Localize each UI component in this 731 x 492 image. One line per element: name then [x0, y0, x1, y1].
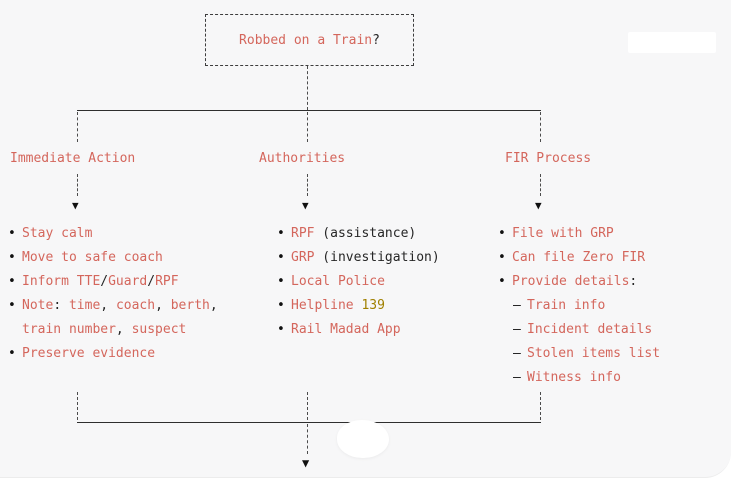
bullet-marker: • — [8, 274, 16, 289]
connector-stub-left-bottom — [77, 392, 78, 420]
bullet-marker: • — [277, 226, 285, 241]
connector-stub-right-bottom — [540, 392, 541, 420]
list-item-text: Incident details — [527, 322, 653, 337]
list-item: • Rail Madad App — [277, 318, 440, 342]
list-item: –Witness info — [498, 366, 660, 390]
connector-final-down — [307, 424, 308, 454]
list-item: • Provide details: — [498, 270, 660, 294]
list-item: • Can file Zero FIR — [498, 246, 660, 270]
branch-label-authorities: Authorities — [259, 151, 346, 166]
list-item-text: Local Police — [291, 274, 385, 289]
dash-marker: – — [513, 370, 521, 385]
redaction-patch — [628, 32, 716, 53]
branch-list-fir-process: • File with GRP • Can file Zero FIR • Provide… — [498, 222, 660, 390]
list-item: • Move to safe coach — [8, 246, 218, 270]
connector-bottom-rail — [77, 422, 541, 423]
bullet-marker: • — [8, 226, 16, 241]
bullet-marker: • — [498, 274, 506, 289]
list-item: • Note: time, coach, berth,train number, … — [8, 294, 218, 342]
arrow-down-icon: ▼ — [72, 199, 79, 212]
watermark-blob — [337, 420, 389, 458]
connector-stub-center-top — [307, 112, 308, 142]
bullet-marker: • — [277, 322, 285, 337]
connector-stub-left-top — [77, 112, 78, 142]
list-item-text: Note: time, coach, berth,train number, s… — [22, 298, 218, 337]
bullet-marker: • — [277, 274, 285, 289]
bullet-marker: • — [277, 298, 285, 313]
dash-marker: – — [513, 322, 521, 337]
arrow-down-icon: ▼ — [535, 199, 542, 212]
list-item-text: Preserve evidence — [22, 346, 156, 361]
connector-box-down — [307, 66, 308, 110]
list-item-text: RPF (assistance) — [291, 226, 417, 241]
decision-box: Robbed on a Train? — [205, 14, 414, 66]
dash-marker: – — [513, 298, 521, 313]
bullet-marker: • — [8, 346, 16, 361]
bullet-marker: • — [8, 298, 16, 313]
list-item-text: Stolen items list — [527, 346, 661, 361]
list-item: • RPF (assistance) — [277, 222, 440, 246]
list-item-text: File with GRP — [512, 226, 614, 241]
connector-top-rail — [77, 110, 541, 111]
list-item-text: GRP (investigation) — [291, 250, 440, 265]
list-item: –Train info — [498, 294, 660, 318]
decision-text: Robbed on a Train — [239, 32, 373, 48]
branch-label-fir-process: FIR Process — [505, 151, 592, 166]
list-item-text: Helpline 139 — [291, 298, 385, 313]
connector-stub-center-mid — [307, 174, 308, 196]
list-item: • GRP (investigation) — [277, 246, 440, 270]
list-item: • Local Police — [277, 270, 440, 294]
arrow-down-icon: ▼ — [302, 199, 309, 212]
branch-label-immediate-action: Immediate Action — [10, 151, 136, 166]
list-item-text: Can file Zero FIR — [512, 250, 646, 265]
list-item: • Stay calm — [8, 222, 218, 246]
bullet-marker: • — [498, 250, 506, 265]
flowchart-canvas: Robbed on a Train? Immediate Action Auth… — [0, 14, 731, 478]
bullet-marker: • — [8, 250, 16, 265]
bullet-marker: • — [277, 250, 285, 265]
list-item: • Preserve evidence — [8, 342, 218, 366]
list-item-text: Inform TTE/Guard/RPF — [22, 274, 179, 289]
connector-stub-right-top — [540, 112, 541, 142]
list-item-text: Move to safe coach — [22, 250, 163, 265]
list-item-text: Provide details: — [512, 274, 638, 289]
connector-stub-center-bottom — [307, 392, 308, 420]
connector-stub-right-mid — [540, 174, 541, 196]
list-item: –Stolen items list — [498, 342, 660, 366]
bullet-marker: • — [498, 226, 506, 241]
list-item-text: Stay calm — [22, 226, 93, 241]
list-item-text: Train info — [527, 298, 606, 313]
list-item: • File with GRP — [498, 222, 660, 246]
list-item: • Helpline 139 — [277, 294, 440, 318]
branch-list-authorities: • RPF (assistance) • GRP (investigation) • Lo… — [277, 222, 440, 342]
list-item-text: Witness info — [527, 370, 621, 385]
connector-stub-left-mid — [77, 174, 78, 196]
decision-punctuation: ? — [372, 32, 380, 48]
list-item-text: Rail Madad App — [291, 322, 401, 337]
list-item: • Inform TTE/Guard/RPF — [8, 270, 218, 294]
dash-marker: – — [513, 346, 521, 361]
arrow-down-icon: ▼ — [302, 456, 310, 470]
list-item: –Incident details — [498, 318, 660, 342]
branch-list-immediate-action: • Stay calm • Move to safe coach • Inform TTE… — [8, 222, 218, 366]
